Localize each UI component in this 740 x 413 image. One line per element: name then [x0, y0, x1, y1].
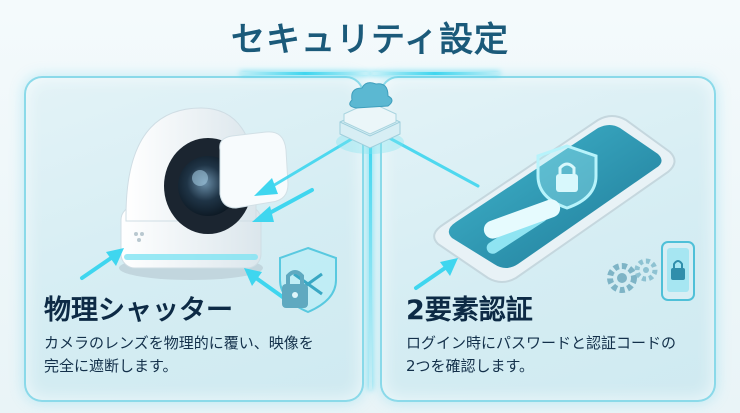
connector-line-center	[369, 140, 372, 390]
password-field-icon	[483, 199, 561, 239]
physical-shutter-description-line-2: 完全に遮断します。	[44, 357, 178, 375]
arrow-icon	[252, 188, 314, 222]
two-factor-auth-heading: 2要素認証	[406, 295, 533, 326]
physical-shutter-heading: 物理シャッター	[44, 295, 233, 326]
arrow-icon	[244, 268, 286, 300]
mobile-lock-icon	[661, 241, 695, 301]
cloud-server-icon	[336, 82, 404, 154]
page-title: セキュリティ設定	[231, 20, 509, 60]
connector-line-left	[240, 72, 370, 75]
gears-icon	[607, 258, 658, 293]
physical-shutter-panel: 物理シャッター カメラのレンズを物理的に覆い、映像を 完全に遮断します。	[24, 76, 364, 402]
two-factor-auth-description-line-1: ログイン時にパスワードと認証コードの	[406, 334, 677, 352]
physical-shutter-description-line-1: カメラのレンズを物理的に覆い、映像を	[44, 334, 314, 352]
shield-lock-icon	[536, 144, 598, 210]
two-factor-auth-panel: 2要素認証 ログイン時にパスワードと認証コードの 2つを確認します。	[380, 76, 716, 402]
connector-line-to-phone	[380, 132, 480, 188]
padlock-shield-icon	[279, 246, 337, 314]
arrow-icon	[414, 258, 458, 290]
arrow-icon	[80, 248, 124, 280]
two-factor-auth-description-line-2: 2つを確認します。	[406, 357, 535, 375]
connector-line-to-camera	[254, 132, 362, 196]
connector-line-right	[370, 72, 500, 75]
